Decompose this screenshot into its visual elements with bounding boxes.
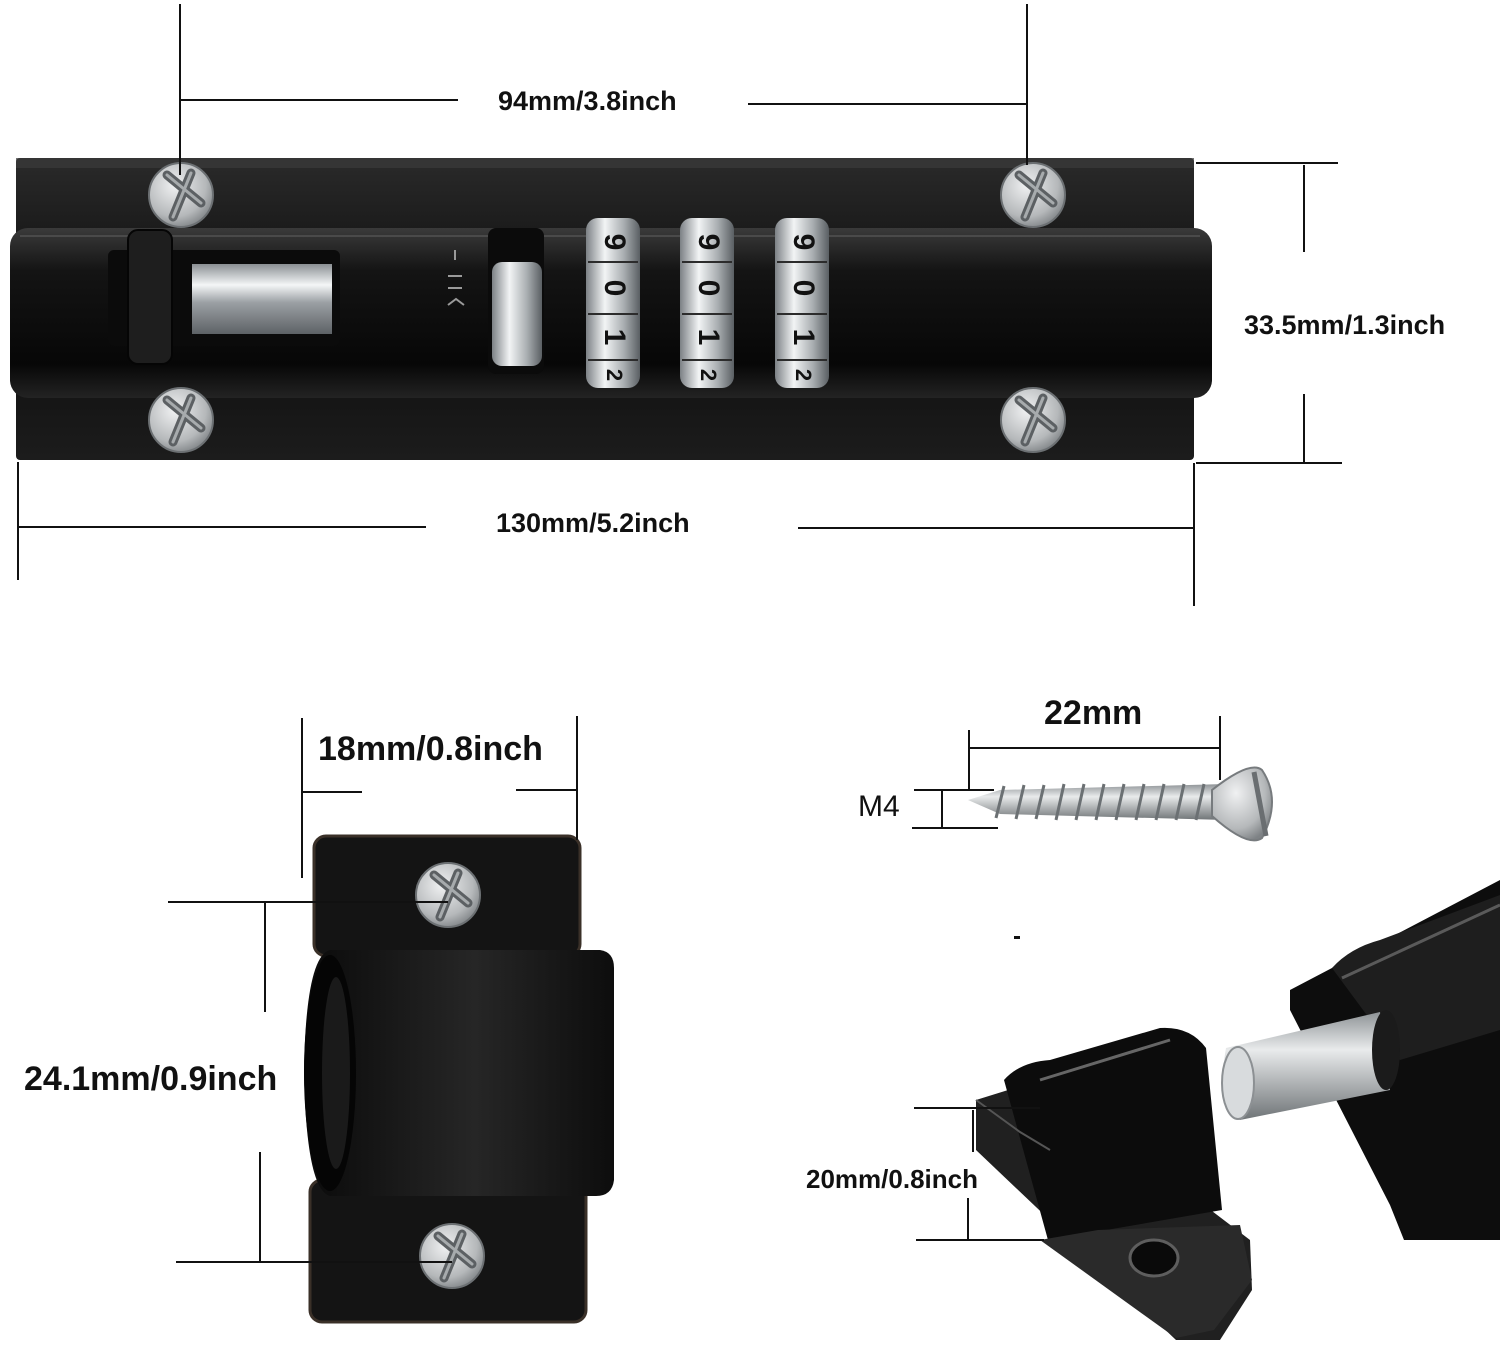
dial-1-digit-mid: 0	[598, 280, 631, 297]
label-bolt-hole-spacing: 94mm/3.8inch	[498, 86, 677, 116]
combination-dials: 9 0 1 2 9 0 1 2 9 0 1 2	[586, 218, 829, 388]
dial-2	[680, 218, 734, 388]
dial-1-digit-bottom: 2	[602, 369, 627, 381]
label-screw-length: 22mm	[1044, 694, 1143, 732]
stray-mark	[1014, 936, 1020, 939]
label-bolt-height: 33.5mm/1.3inch	[1244, 310, 1446, 340]
dial-1-digit-top: 9	[598, 234, 631, 251]
dial-3-digit-low: 1	[787, 329, 820, 346]
dial-1	[586, 218, 640, 388]
dial-3-digit-bottom: 2	[791, 369, 816, 381]
wood-screw	[968, 766, 1273, 842]
dial-3-digit-top: 9	[787, 234, 820, 251]
dial-2-digit-top: 9	[692, 234, 725, 251]
dial-3-digit-mid: 0	[787, 280, 820, 297]
dial-2-digit-low: 1	[692, 329, 725, 346]
label-screw-thread: M4	[858, 790, 900, 823]
label-keeper-hole-spacing: 24.1mm/0.9inch	[24, 1060, 278, 1098]
keeper-3d	[975, 1027, 1252, 1340]
dial-1-digit-low: 1	[598, 329, 631, 346]
bolt-3d	[1221, 880, 1500, 1240]
keeper-screw-top-icon	[416, 863, 480, 927]
label-keeper-width: 18mm/0.8inch	[318, 730, 543, 768]
label-bolt-length: 130mm/5.2inch	[496, 508, 690, 538]
keeper-screw-bottom-icon	[420, 1224, 484, 1288]
dial-2-digit-bottom: 2	[696, 369, 721, 381]
dimension-lines-bolt	[17, 4, 1342, 606]
dimension-lines-screw	[912, 716, 1221, 829]
dimension-lines-keeper	[168, 716, 578, 1263]
dimension-lines-keeper-3d	[914, 1107, 1044, 1241]
label-keeper-depth: 20mm/0.8inch	[806, 1164, 978, 1194]
bolt-screw-bottom-right-icon	[1001, 388, 1065, 452]
bolt-screw-top-right-icon	[1001, 163, 1065, 227]
bolt-screw-bottom-left-icon	[149, 388, 213, 452]
dial-3	[775, 218, 829, 388]
dial-2-digit-mid: 0	[692, 280, 725, 297]
